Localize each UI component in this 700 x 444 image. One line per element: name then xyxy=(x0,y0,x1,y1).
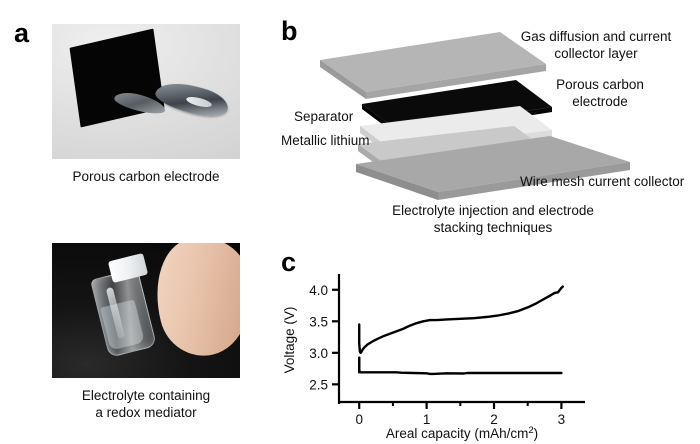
y-tick-label: 2.5 xyxy=(309,377,328,392)
x-tick-label: 0 xyxy=(355,412,363,427)
x-axis-label: Areal capacity (mAh/cm2) xyxy=(386,425,538,441)
label-wire-mesh-current-collector: Wire mesh current collector xyxy=(520,174,685,189)
x-axis-ticks: 0 1 2 3 xyxy=(355,402,565,427)
label-process-caption: Electrolyte injection and electrode stac… xyxy=(392,203,594,235)
y-axis-label: Voltage (V) xyxy=(282,307,297,374)
layer-gas-diffusion xyxy=(320,32,546,99)
y-axis-ticks: 2.5 3.0 3.5 4.0 xyxy=(309,283,339,392)
porous-carbon-electrode-caption: Porous carbon electrode xyxy=(72,169,220,184)
panel-label-a: a xyxy=(14,18,30,48)
electrolyte-vial-photo-block: Electrolyte containing a redox mediator xyxy=(52,243,240,421)
panel-label-c: c xyxy=(281,247,297,277)
porous-carbon-electrode-photo-block: Porous carbon electrode xyxy=(52,24,240,185)
y-tick-label: 3.5 xyxy=(309,314,328,329)
y-tick-label: 4.0 xyxy=(309,283,328,298)
stack-svg xyxy=(320,32,630,200)
series-discharge xyxy=(358,356,563,376)
layer-wire-mesh xyxy=(356,136,630,200)
x-tick-label: 1 xyxy=(423,412,431,427)
label-gas-diffusion-layer: Gas diffusion and current collector laye… xyxy=(520,29,672,61)
plot-axes xyxy=(337,274,585,404)
series-charge xyxy=(358,285,564,355)
x-tick-label: 3 xyxy=(558,412,566,427)
plot-series xyxy=(358,285,564,376)
label-porous-carbon-electrode: Porous carbon electrode xyxy=(556,77,644,109)
label-separator: Separator xyxy=(294,109,354,124)
plot-svg: 2.5 3.0 3.5 4.0 0 1 2 3 Voltage (V) Areal capa… xyxy=(282,274,585,441)
x-tick-label: 2 xyxy=(490,412,498,427)
voltage-capacity-plot: 2.5 3.0 3.5 4.0 0 1 2 3 Voltage (V) Areal capa… xyxy=(280,262,700,444)
porous-carbon-electrode-photo xyxy=(52,24,240,159)
electrolyte-vial-photo xyxy=(52,243,240,378)
exploded-stack-diagram xyxy=(300,22,700,207)
panel-label-b: b xyxy=(281,16,298,46)
y-tick-label: 3.0 xyxy=(309,346,328,361)
label-metallic-lithium: Metallic lithium xyxy=(281,133,370,148)
electrolyte-vial-caption: Electrolyte containing a redox mediator xyxy=(81,388,211,420)
